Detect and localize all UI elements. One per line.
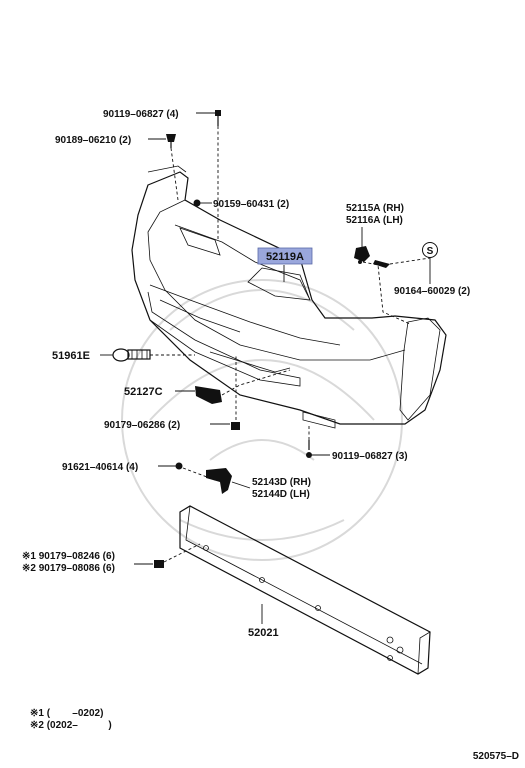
part-label-90179-06286-2[interactable]: 90179–06286 (2) <box>104 420 180 431</box>
nut-90179-06286-icon <box>231 422 240 430</box>
s-marker: S <box>422 242 438 258</box>
part-label-51961E[interactable]: 51961E <box>52 350 90 362</box>
footnote-1: ※1 ( –0202) <box>30 708 103 719</box>
bracket-52127C-icon <box>195 386 222 404</box>
bumper-cover <box>131 165 447 429</box>
bolt-90119-top-icon <box>215 110 221 126</box>
screw-90164-icon <box>373 260 390 268</box>
part-label-90179-08246[interactable]: ※1 90179–08246 (6) <box>22 551 115 562</box>
svg-text:52119A: 52119A <box>266 251 304 263</box>
part-label-90119-06827-4[interactable]: 90119–06827 (4) <box>103 109 179 120</box>
part-label-52143D[interactable]: 52143D (RH) <box>252 477 311 488</box>
part-label-90119-06827-3[interactable]: 90119–06827 (3) <box>332 451 408 462</box>
part-label-52116A[interactable]: 52116A (LH) <box>346 215 403 226</box>
watermark-emblem <box>121 279 403 561</box>
part-label-52144D[interactable]: 52144D (LH) <box>252 489 310 500</box>
bracket-52115A-icon <box>354 246 370 264</box>
part-label-90159-60431-2[interactable]: 90159–60431 (2) <box>213 199 289 210</box>
diagram-code: 520575–D <box>473 751 519 762</box>
nut-90179-08246-icon <box>154 560 164 568</box>
svg-text:S: S <box>427 246 434 257</box>
part-label-90179-08086[interactable]: ※2 90179–08086 (6) <box>22 563 115 574</box>
part-label-52127C[interactable]: 52127C <box>124 386 163 398</box>
part-label-52115A[interactable]: 52115A (RH) <box>346 203 404 214</box>
screw-90159-icon <box>193 199 201 207</box>
bracket-52143D-icon <box>206 468 232 494</box>
footnote-2: ※2 (0202– ) <box>30 720 112 731</box>
leader-lines <box>100 112 431 624</box>
part-label-90164-60029-2[interactable]: 90164–60029 (2) <box>394 286 470 297</box>
part-label-90189-06210-2[interactable]: 90189–06210 (2) <box>55 135 131 146</box>
bolt-90119-lower-icon <box>306 440 312 458</box>
part-label-52119A[interactable]: 52119A <box>257 247 313 265</box>
tow-hook-51961E-icon <box>112 348 151 362</box>
clip-90189-icon <box>166 134 176 148</box>
bumper-reinforcement <box>179 505 431 675</box>
clip-91621-icon <box>175 462 183 470</box>
part-label-91621-40614-4[interactable]: 91621–40614 (4) <box>62 462 138 473</box>
part-label-52021[interactable]: 52021 <box>248 627 279 639</box>
